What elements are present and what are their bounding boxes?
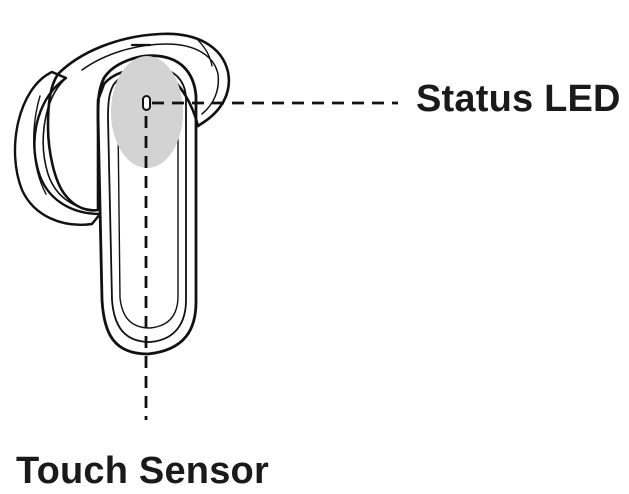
housing-seam (195, 37, 213, 67)
ear-tip (13, 70, 102, 226)
ear-tip-inner-rim (42, 79, 99, 211)
stem-outer (96, 54, 198, 356)
status-led-highlight-area (111, 56, 183, 168)
status-led-label: Status LED (416, 78, 621, 120)
touch-sensor-label: Touch Sensor (16, 450, 269, 492)
status-led-indicator (142, 95, 151, 111)
housing-inner-contour (81, 43, 220, 115)
leader-lines (144, 101, 398, 420)
ear-tip-groove (33, 95, 47, 195)
